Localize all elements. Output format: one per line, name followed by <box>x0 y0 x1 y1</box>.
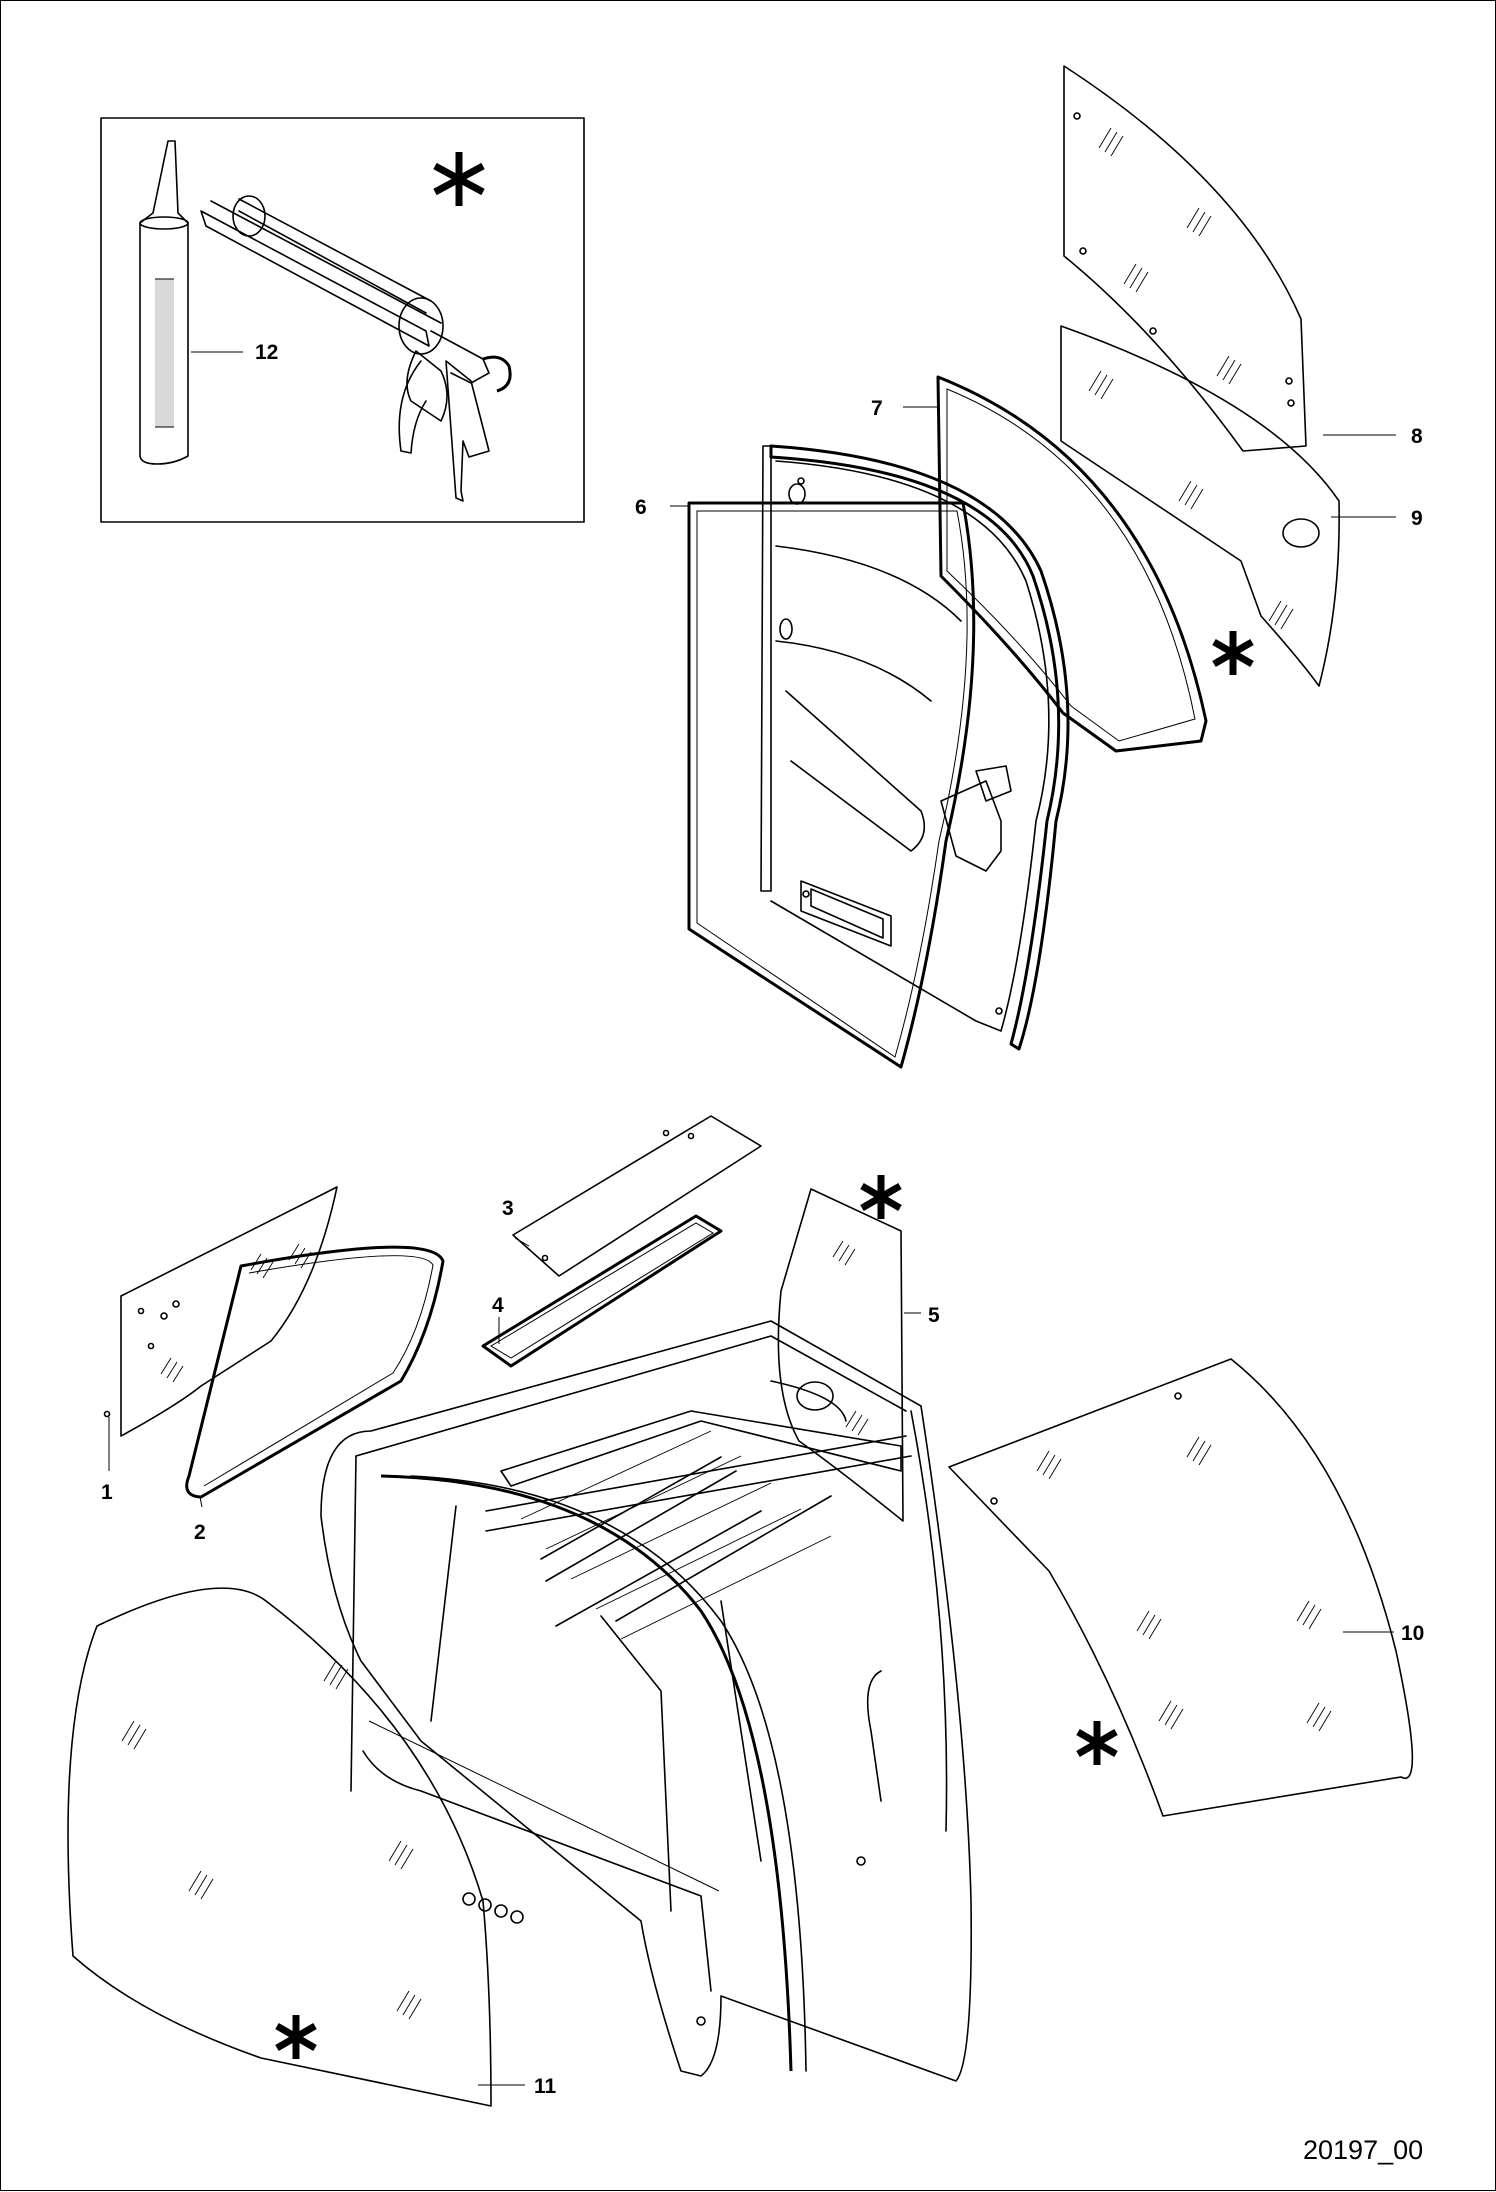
figure-code: 20197_00 <box>1303 2135 1423 2165</box>
door-seal <box>687 501 976 1069</box>
callout-6: 6 <box>635 496 647 519</box>
glass-hatch-marks <box>121 127 1332 2020</box>
side-glass-1 <box>120 1186 338 1437</box>
glass-panel-8 <box>1063 65 1307 452</box>
callout-3: 3 <box>502 1197 514 1220</box>
asterisk-icon <box>860 1175 902 1219</box>
asterisk-markers <box>275 152 1254 2059</box>
glass-panel-9 <box>1060 325 1340 687</box>
asterisk-icon <box>1076 1721 1118 1765</box>
callout-8: 8 <box>1411 425 1423 448</box>
side-glass-5 <box>777 1188 904 1522</box>
window-seal-7 <box>936 375 1208 753</box>
callout-11: 11 <box>534 2075 557 2098</box>
callout-12: 12 <box>255 341 278 364</box>
callout-2: 2 <box>194 1521 206 1544</box>
rear-glass-10 <box>948 1358 1414 1817</box>
callout-7: 7 <box>871 397 883 420</box>
cab-structure <box>320 1320 972 2082</box>
callout-9: 9 <box>1411 507 1423 530</box>
callout-10: 10 <box>1401 1622 1424 1645</box>
roof-grille <box>500 1410 902 1640</box>
asterisk-icon <box>433 152 485 206</box>
callout-4: 4 <box>492 1294 504 1317</box>
sealant-cartridge <box>139 140 189 465</box>
windscreen-11 <box>67 1587 492 2107</box>
sealant-inset <box>100 117 585 523</box>
leader-lines <box>108 351 1396 2086</box>
asterisk-icon <box>275 2015 317 2059</box>
door-group <box>687 65 1340 1069</box>
door-frame <box>760 444 1070 1051</box>
roof-plate-3 <box>512 1115 762 1277</box>
callout-labels: 12 6 7 8 9 3 4 5 1 2 10 11 <box>101 341 1424 2098</box>
side-seal-2 <box>185 1245 445 1499</box>
roof-seal-4 <box>481 1214 723 1368</box>
callout-1: 1 <box>101 1481 113 1504</box>
callout-5: 5 <box>928 1304 940 1327</box>
asterisk-icon <box>1212 631 1254 675</box>
caulking-gun <box>200 195 512 502</box>
